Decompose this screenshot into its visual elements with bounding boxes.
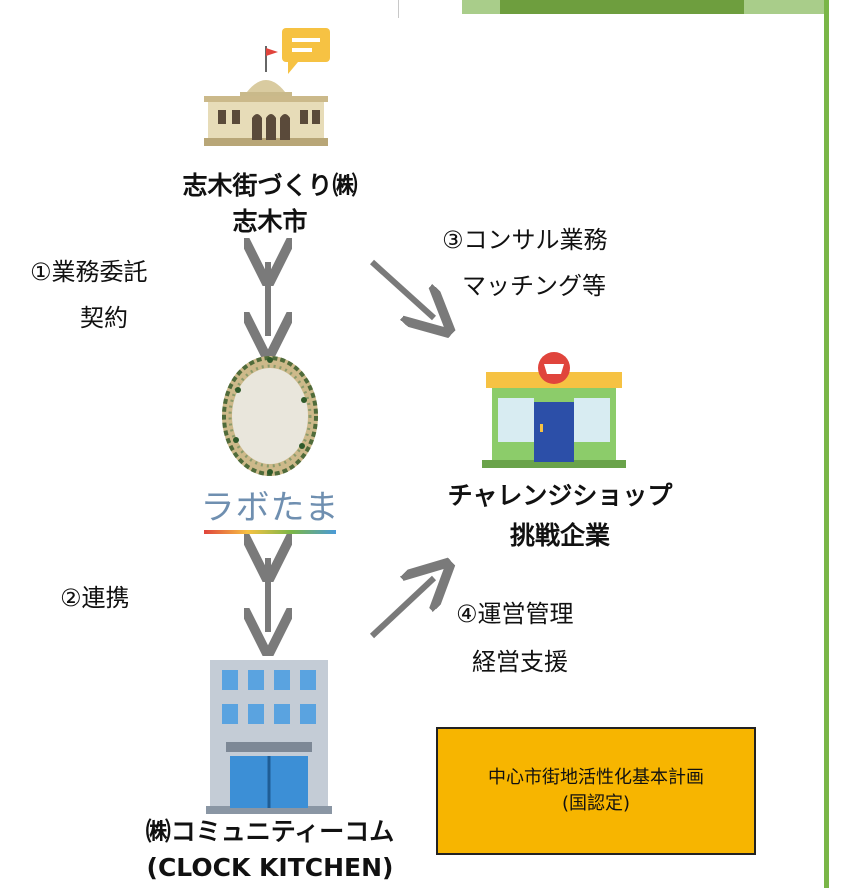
arrow-4 <box>369 578 434 639</box>
city-label-line1: 志木街づくり㈱ <box>182 171 358 200</box>
divider <box>398 0 399 18</box>
labotama-logo-text: ラボたま <box>200 488 340 528</box>
plan-box-line2: (国認定) <box>561 793 631 814</box>
community-label-line1: ㈱コミュニティーコム <box>145 817 395 846</box>
office-building-icon <box>206 660 332 814</box>
edge1-label-line2: 契約 <box>80 304 128 332</box>
city-label-line2: 志木市 <box>232 207 308 236</box>
edge4-label-line1: ④運営管理 <box>456 600 574 628</box>
edge1-label-line1: ①業務委託 <box>30 258 148 286</box>
plan-box-line1: 中心市街地活性化基本計画 <box>488 767 704 788</box>
shop-label-line2: 挑戦企業 <box>509 521 610 550</box>
edge3-label-line2: マッチング等 <box>462 272 606 300</box>
community-label-line2: (CLOCK KITCHEN) <box>146 853 394 882</box>
edge3-label-line1: ③コンサル業務 <box>442 226 608 254</box>
shop-icon <box>482 352 626 468</box>
arrow-3 <box>369 259 434 318</box>
labotama-egg-icon <box>222 356 318 476</box>
edge2-label: ②連携 <box>60 584 130 612</box>
right-accent-border <box>824 0 848 888</box>
city-hall-icon <box>204 28 330 146</box>
shop-label-line1: チャレンジショップ <box>447 481 673 510</box>
labotama-logo-underline <box>204 530 336 534</box>
edge4-label-line2: 経営支援 <box>472 648 568 676</box>
plan-box: 中心市街地活性化基本計画 (国認定) <box>436 727 756 855</box>
top-accent-bar-dark <box>500 0 744 14</box>
